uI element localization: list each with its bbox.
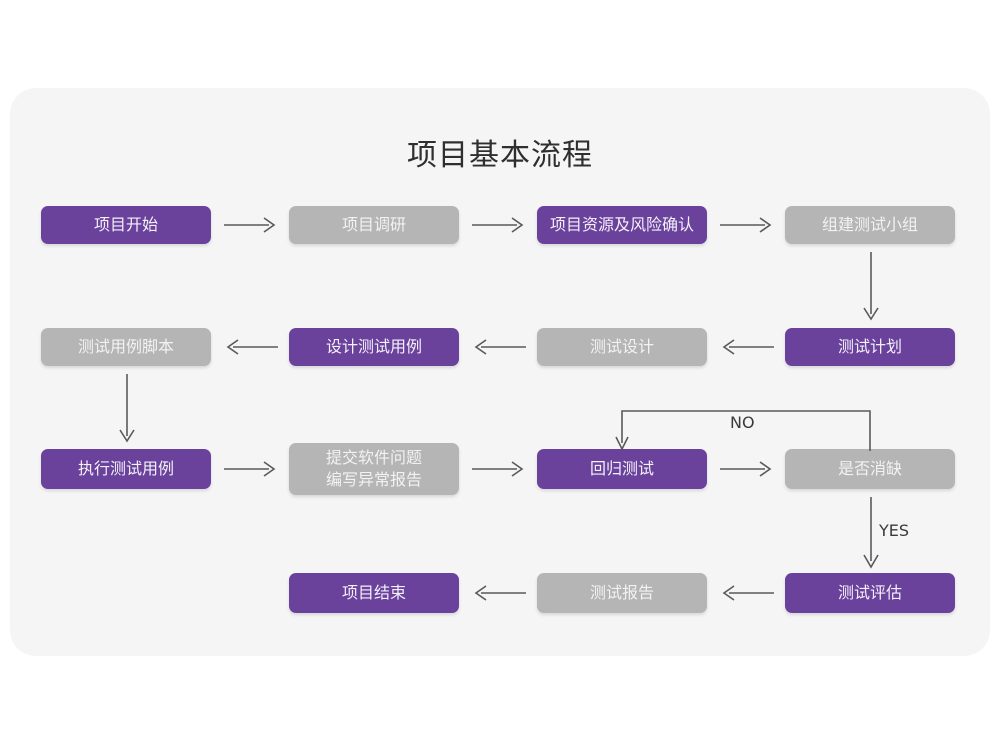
node-label: 项目资源及风险确认: [549, 215, 694, 234]
node-project-research[interactable]: 项目调研: [289, 206, 459, 244]
arrow-evaluation-to-test-report: [720, 584, 774, 602]
arrow-test-report-to-project-end: [472, 584, 526, 602]
node-label: 是否消缺: [837, 459, 902, 478]
node-project-start[interactable]: 项目开始: [41, 206, 211, 244]
arrow-design-case-to-script: [224, 338, 278, 356]
node-build-test-team[interactable]: 组建测试小组: [785, 206, 955, 244]
node-test-case-script[interactable]: 测试用例脚本: [41, 328, 211, 366]
node-label: 测试评估: [837, 583, 902, 602]
node-label: 组建测试小组: [821, 215, 918, 234]
node-label: 项目开始: [93, 215, 158, 234]
arrow-test-plan-to-test-design: [720, 338, 774, 356]
node-test-report[interactable]: 测试报告: [537, 573, 707, 613]
node-label: 测试报告: [589, 583, 654, 602]
node-label: 执行测试用例: [77, 459, 174, 478]
node-label: 提交软件问题 编写异常报告: [325, 448, 422, 489]
arrow-research-to-resource: [472, 216, 526, 234]
page-title: 项目基本流程: [407, 138, 593, 173]
node-label: 项目结束: [341, 583, 406, 602]
node-regression-test[interactable]: 回归测试: [537, 449, 707, 489]
arrow-script-to-execute-case: [118, 374, 136, 444]
node-label: 项目调研: [341, 215, 406, 234]
arrow-yes-to-evaluation: [862, 497, 880, 571]
node-test-plan[interactable]: 测试计划: [785, 328, 955, 366]
node-label: 测试计划: [837, 337, 902, 356]
node-test-evaluation[interactable]: 测试评估: [785, 573, 955, 613]
arrow-report-to-regression: [472, 460, 526, 478]
arrow-test-design-to-design-case: [472, 338, 526, 356]
arrow-no-feedback-loop: [615, 405, 880, 455]
arrow-resource-to-team: [720, 216, 774, 234]
flowchart-card: [10, 88, 990, 656]
arrow-start-to-research: [224, 216, 278, 234]
edge-label-yes: YES: [879, 521, 910, 540]
node-label: 设计测试用例: [325, 337, 422, 356]
arrow-execute-to-report-defect: [224, 460, 278, 478]
node-label: 测试用例脚本: [77, 337, 174, 356]
arrow-regression-to-defect-cleared: [720, 460, 774, 478]
node-submit-defect-report[interactable]: 提交软件问题 编写异常报告: [289, 443, 459, 495]
node-test-design[interactable]: 测试设计: [537, 328, 707, 366]
node-execute-test-case[interactable]: 执行测试用例: [41, 449, 211, 489]
node-label: 测试设计: [589, 337, 654, 356]
node-project-end[interactable]: 项目结束: [289, 573, 459, 613]
node-label: 回归测试: [589, 459, 654, 478]
node-resource-risk-confirm[interactable]: 项目资源及风险确认: [537, 206, 707, 244]
node-design-test-case[interactable]: 设计测试用例: [289, 328, 459, 366]
edge-label-no: NO: [730, 413, 755, 432]
node-defect-cleared-decision[interactable]: 是否消缺: [785, 449, 955, 489]
arrow-team-to-test-plan: [862, 252, 880, 322]
